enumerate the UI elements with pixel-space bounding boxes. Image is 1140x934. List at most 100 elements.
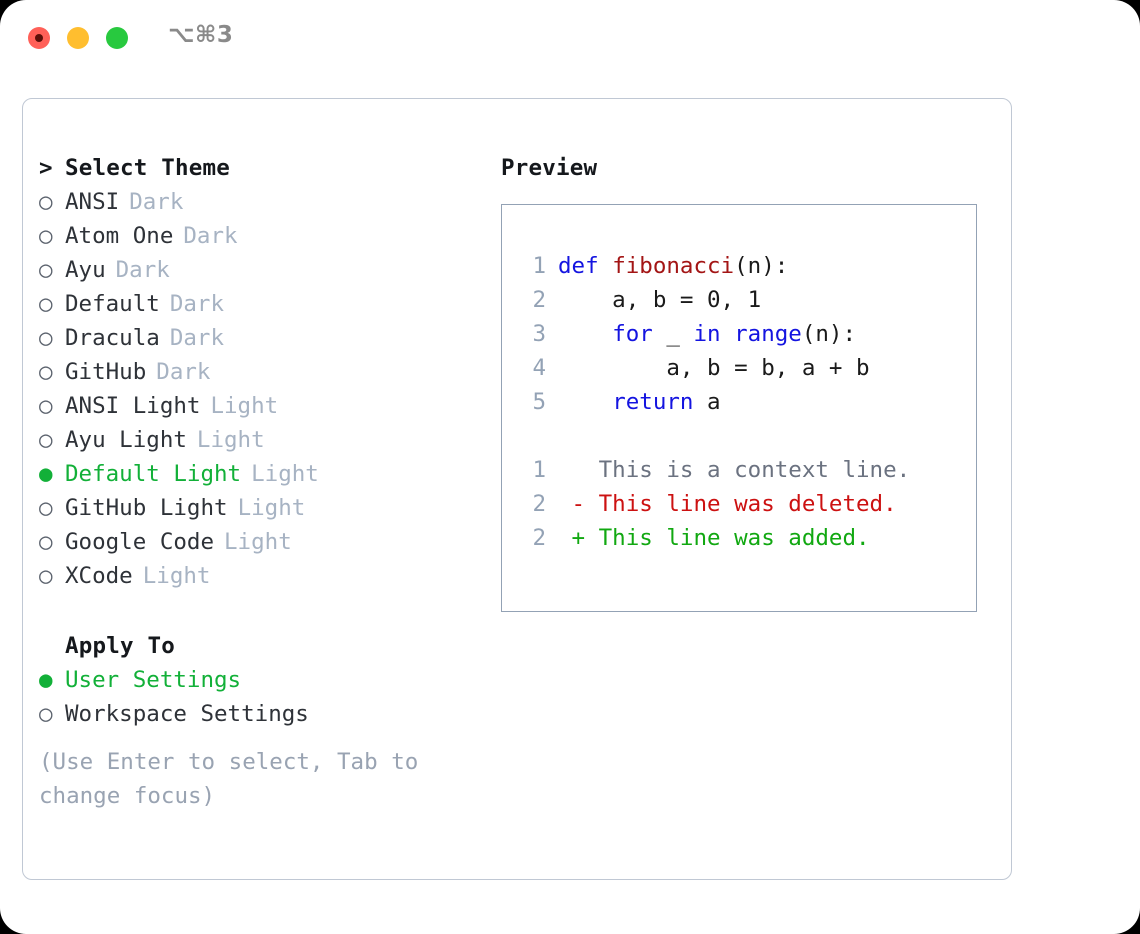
theme-list-item[interactable]: ○ Ayu Dark	[39, 253, 489, 287]
theme-list-item[interactable]: ○ ANSI Light Light	[39, 389, 489, 423]
code-line: 4 a, b = b, a + b	[512, 351, 970, 385]
code-token	[721, 321, 735, 347]
traffic-lights	[28, 27, 128, 49]
apply-to-item[interactable]: ● User Settings	[39, 663, 489, 697]
radio-unselected-icon[interactable]: ○	[39, 189, 53, 215]
diff-text: This is a context line.	[558, 457, 911, 483]
theme-list-item[interactable]: ○ Default Dark	[39, 287, 489, 321]
maximize-button[interactable]	[106, 27, 128, 49]
radio-unselected-icon[interactable]: ○	[39, 325, 53, 351]
theme-mode-tag: Dark	[129, 189, 184, 215]
code-line: 5 return a	[512, 385, 970, 419]
chevron-right-icon: >	[39, 155, 53, 181]
theme-name-label: Google Code	[65, 529, 215, 555]
code-text: a, b = 0, 1	[558, 283, 761, 317]
theme-list-item[interactable]: ○ Atom One Dark	[39, 219, 489, 253]
code-text: return a	[558, 385, 720, 419]
apply-to-label: User Settings	[65, 667, 242, 693]
theme-list-heading: > Select Theme	[39, 151, 489, 185]
diff-line: 1 This is a context line.	[512, 453, 970, 487]
diff-line-number: 2	[532, 491, 546, 517]
line-number: 3	[532, 321, 546, 347]
theme-name-label: GitHub Light	[65, 495, 228, 521]
theme-name-label: XCode	[65, 563, 133, 589]
radio-unselected-icon[interactable]: ○	[39, 563, 53, 589]
diff-line: 2 + This line was added.	[512, 521, 970, 555]
code-text: def fibonacci(n):	[558, 249, 788, 283]
theme-mode-tag: Light	[196, 427, 265, 453]
close-button[interactable]	[28, 27, 50, 49]
diff-line-number: 2	[532, 525, 546, 551]
radio-selected-icon[interactable]: ●	[39, 461, 53, 487]
code-token	[558, 389, 612, 415]
radio-unselected-icon[interactable]: ○	[39, 359, 53, 385]
keyboard-hint-text: (Use Enter to select, Tab to change focu…	[39, 749, 432, 809]
line-number: 4	[532, 355, 546, 381]
theme-mode-tag: Dark	[183, 223, 238, 249]
theme-name-label: Atom One	[65, 223, 174, 249]
radio-unselected-icon[interactable]: ○	[39, 257, 53, 283]
radio-unselected-icon[interactable]: ○	[39, 529, 53, 555]
window-shortcut-label: ⌥⌘3	[168, 22, 234, 48]
code-token: in	[693, 321, 721, 347]
theme-mode-tag: Light	[237, 495, 306, 521]
diff-line-number: 1	[532, 457, 546, 483]
code-text: for _ in range(n):	[558, 317, 856, 351]
radio-unselected-icon[interactable]: ○	[39, 495, 53, 521]
diff-text: + This line was added.	[558, 525, 870, 551]
radio-unselected-icon[interactable]: ○	[39, 393, 53, 419]
theme-name-label: Default	[65, 291, 160, 317]
radio-unselected-icon[interactable]: ○	[39, 701, 53, 727]
theme-list-item[interactable]: ○ XCode Light	[39, 559, 489, 593]
code-line: 3 for _ in range(n):	[512, 317, 970, 351]
radio-unselected-icon[interactable]: ○	[39, 427, 53, 453]
preview-spacer	[512, 419, 970, 453]
theme-mode-tag: Light	[251, 461, 319, 487]
minimize-button[interactable]	[67, 27, 89, 49]
theme-list-item[interactable]: ○ GitHub Light Light	[39, 491, 489, 525]
code-text: a, b = b, a + b	[558, 351, 870, 385]
theme-mode-tag: Dark	[115, 257, 170, 283]
theme-name-label: Ayu	[65, 257, 106, 283]
theme-name-label: Ayu Light	[65, 427, 187, 453]
code-token: a, b = b, a + b	[558, 355, 870, 381]
code-token: _	[652, 321, 694, 347]
theme-name-label: Dracula	[65, 325, 160, 351]
theme-mode-tag: Light	[142, 563, 211, 589]
section-spacer	[39, 593, 489, 629]
theme-mode-tag: Light	[210, 393, 279, 419]
apply-to-item[interactable]: ○Workspace Settings	[39, 697, 489, 731]
theme-list-heading-label: Select Theme	[65, 155, 230, 181]
radio-unselected-icon[interactable]: ○	[39, 291, 53, 317]
apply-to-heading-label: Apply To	[65, 633, 175, 659]
apply-to-list: ● User Settings ○Workspace Settings	[39, 663, 489, 731]
theme-name-label: ANSI Light	[65, 393, 201, 419]
code-token: for	[612, 321, 653, 347]
radio-selected-icon[interactable]: ●	[39, 667, 53, 693]
code-token: range	[734, 321, 802, 347]
window-titlebar: ⌥⌘3	[0, 0, 1140, 78]
code-line: 2 a, b = 0, 1	[512, 283, 970, 317]
theme-name-label: GitHub	[65, 359, 147, 385]
code-token: def	[558, 253, 613, 279]
diff-sample: 1 This is a context line.2 - This line w…	[512, 453, 970, 555]
code-token	[558, 321, 612, 347]
code-token: (n):	[801, 321, 857, 347]
theme-list-item[interactable]: ○ Ayu Light Light	[39, 423, 489, 457]
radio-unselected-icon[interactable]: ○	[39, 223, 53, 249]
theme-mode-tag: Dark	[169, 291, 225, 317]
line-number: 2	[532, 287, 546, 313]
